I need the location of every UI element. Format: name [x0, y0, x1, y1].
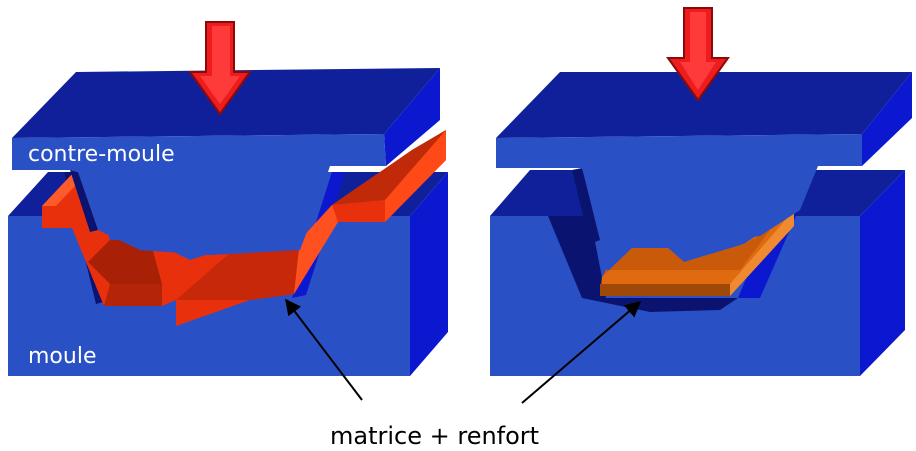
left-mold-assembly: [8, 21, 448, 376]
pointer-arrow-left: [285, 298, 363, 401]
material-label: matrice + renfort: [330, 422, 540, 450]
counter-mold-label: contre-moule: [28, 142, 175, 167]
pointer-arrows: [285, 298, 642, 404]
right-press-arrow: [666, 7, 730, 102]
left-charge: [42, 130, 446, 326]
mold-label: moule: [28, 344, 97, 369]
right-counter-mold: [496, 72, 912, 248]
pointer-arrow-right: [521, 300, 642, 404]
left-press-arrow: [188, 21, 252, 116]
right-charge: [600, 210, 794, 296]
right-mold-assembly: [490, 7, 912, 376]
left-counter-mold: [12, 68, 440, 255]
